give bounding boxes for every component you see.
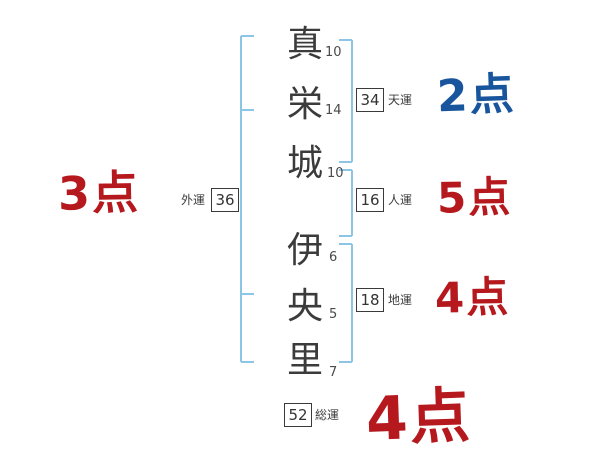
soun-score: 4点 <box>364 381 473 455</box>
stroke-count-5: 5 <box>329 307 338 322</box>
stroke-count-6: 7 <box>329 365 338 380</box>
stroke-count-4: 6 <box>329 250 338 265</box>
tenun-score: 2点 <box>436 68 517 123</box>
name-char-5: 央 <box>286 286 323 327</box>
chiun-value-box: 18 <box>356 288 384 312</box>
name-char-2: 栄 <box>286 84 323 125</box>
gaiun-score: 3点 <box>57 165 141 221</box>
gaiun-value-box: 36 <box>211 188 239 212</box>
gaiun-bracket <box>240 35 254 363</box>
jinun-bracket <box>339 169 353 237</box>
name-char-1: 真 <box>286 24 323 65</box>
name-char-4: 伊 <box>286 230 323 271</box>
chiun-score: 4点 <box>434 272 511 323</box>
soun-label: 総運 <box>315 408 340 422</box>
jinun-value-box: 16 <box>356 188 384 212</box>
jinun-score: 5点 <box>436 172 513 223</box>
chiun-bracket <box>339 243 353 363</box>
stroke-count-2: 14 <box>325 103 342 118</box>
stroke-count-1: 10 <box>325 45 342 60</box>
jinun-label: 人運 <box>388 193 413 207</box>
gaiun-label: 外運 <box>181 193 206 207</box>
tenun-value-box: 34 <box>356 88 384 112</box>
stroke-count-3: 10 <box>327 166 344 181</box>
name-char-6: 里 <box>286 340 323 381</box>
soun-value-box: 52 <box>284 403 312 427</box>
chiun-label: 地運 <box>388 293 413 307</box>
tenun-bracket <box>339 39 353 163</box>
name-char-3: 城 <box>286 143 323 184</box>
tenun-label: 天運 <box>388 93 413 107</box>
